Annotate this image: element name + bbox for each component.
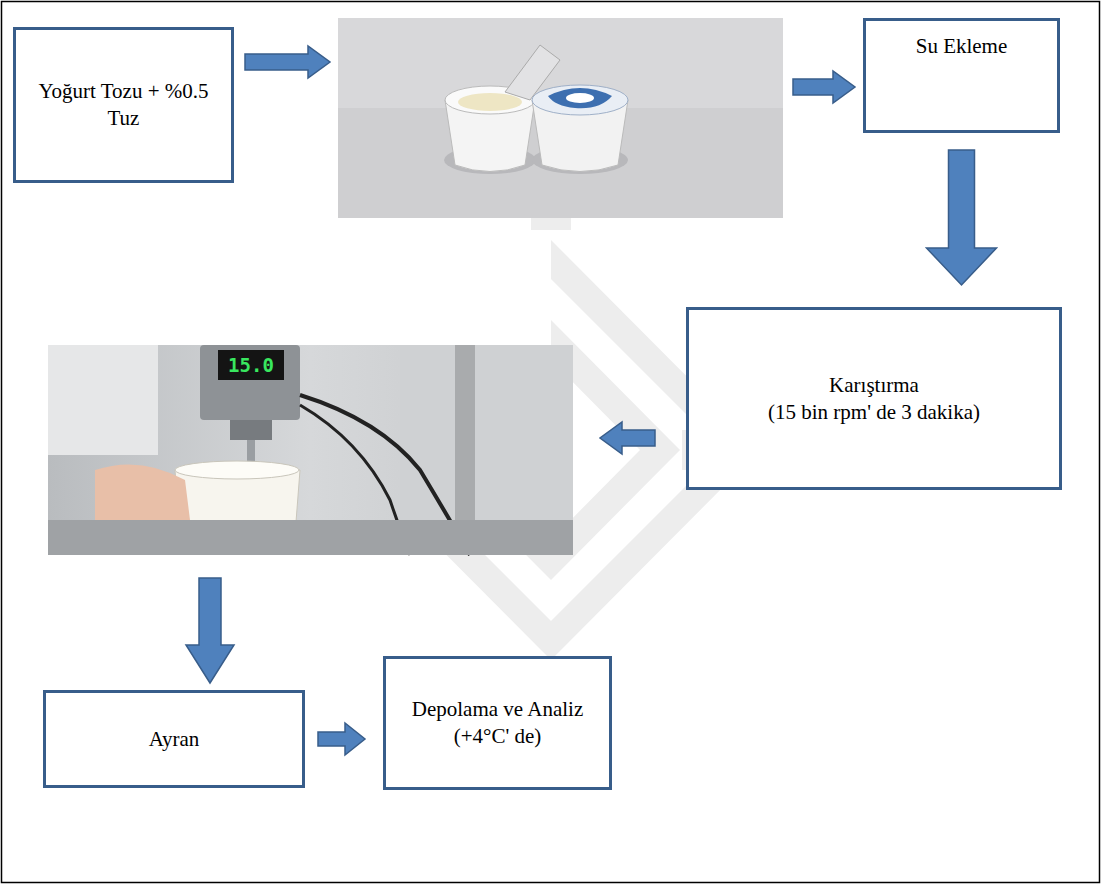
flow-arrow — [600, 422, 655, 454]
process-box: Karıştırma(15 bin rpm' de 3 dakika) — [686, 307, 1062, 490]
flow-arrow — [793, 71, 855, 103]
flow-arrow — [245, 46, 330, 78]
box-text: Depolama ve Analiz — [412, 696, 583, 723]
yogurt-cup-photo — [338, 18, 783, 218]
process-box: Yoğurt Tozu + %0.5 Tuz — [13, 27, 234, 183]
process-box: Ayran — [43, 690, 305, 788]
process-box: Depolama ve Analiz(+4°C' de) — [383, 656, 612, 790]
box-text: Karıştırma — [829, 372, 919, 399]
box-text: (+4°C' de) — [454, 723, 542, 750]
box-text: (15 bin rpm' de 3 dakika) — [768, 399, 980, 426]
flow-arrow — [927, 150, 997, 285]
process-box: Su Ekleme — [863, 18, 1060, 133]
flow-arrow — [186, 578, 234, 683]
mixer-photo — [48, 345, 573, 555]
box-text: Su Ekleme — [916, 33, 1008, 60]
box-text: Yoğurt Tozu + %0.5 Tuz — [28, 78, 219, 132]
box-text: Ayran — [149, 726, 200, 753]
flow-arrow — [318, 723, 365, 755]
display-reading: 15.0 — [220, 351, 282, 379]
